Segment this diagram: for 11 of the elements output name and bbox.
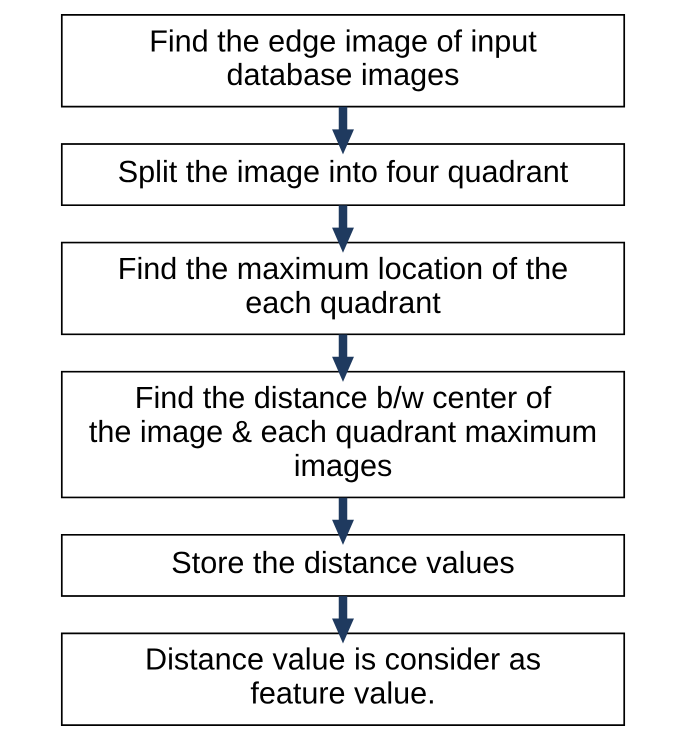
arrow <box>332 596 354 644</box>
arrow <box>332 205 354 253</box>
arrow <box>332 106 354 154</box>
node-box: Distance value is consider as feature value. <box>60 632 626 726</box>
node-box: Find the edge image of input database images <box>60 14 626 108</box>
node-box: Store the distance values <box>60 534 626 597</box>
node-box: Find the maximum location of the each quadrant <box>60 242 626 336</box>
node-box: Find the distance b/w center of the image & each quadrant maximum images <box>60 370 626 498</box>
arrow <box>332 334 354 382</box>
node-box: Split the image into four quadrant <box>60 143 626 206</box>
arrow <box>332 498 354 545</box>
